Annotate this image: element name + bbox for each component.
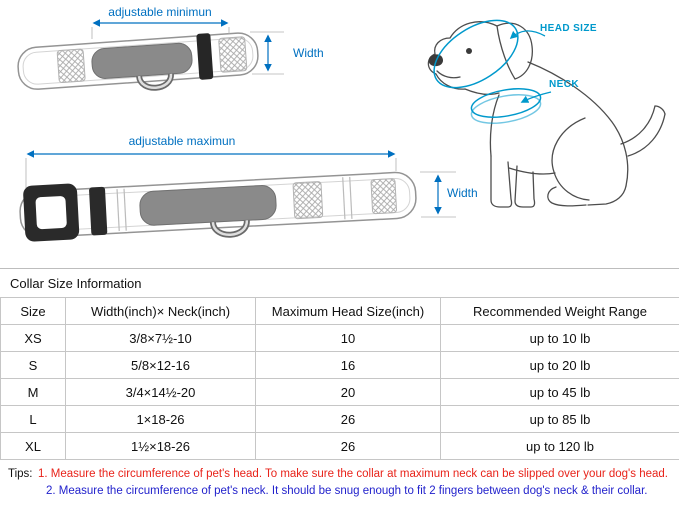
tips-section: Tips: 1. Measure the circumference of pet… xyxy=(0,460,679,501)
cell-width-neck: 1×18-26 xyxy=(65,405,256,433)
table-header-row: Size Width(inch)× Neck(inch) Maximum Hea… xyxy=(0,297,679,325)
cell-size: M xyxy=(0,378,66,406)
neck-label: NECK xyxy=(549,79,579,90)
dog-head xyxy=(427,21,500,96)
header-width-neck: Width(inch)× Neck(inch) xyxy=(65,297,256,325)
header-size: Size xyxy=(0,297,66,325)
dog-mouth xyxy=(436,70,461,79)
dog-back xyxy=(527,61,629,187)
width-label-top: Width xyxy=(293,46,324,60)
stitch-box xyxy=(292,181,324,220)
header-weight-range: Recommended Weight Range xyxy=(440,297,679,325)
dog-front-leg xyxy=(514,165,536,208)
table-title: Collar Size Information xyxy=(10,276,142,291)
cell-size: XL xyxy=(0,432,66,460)
size-table: Size Width(inch)× Neck(inch) Maximum Hea… xyxy=(0,297,679,460)
adjustable-minimum-label: adjustable minimun xyxy=(108,5,212,19)
cell-size: L xyxy=(0,405,66,433)
stitch-box xyxy=(370,178,397,215)
adjustable-maximum-label: adjustable maximun xyxy=(128,134,236,148)
cell-width-neck: 3/8×7½-10 xyxy=(65,324,256,352)
max-length-dimension xyxy=(25,150,397,188)
min-length-dimension xyxy=(91,19,230,39)
cell-weight: up to 85 lb xyxy=(440,405,679,433)
size-info-section: Collar Size Information Size Width(inch)… xyxy=(0,268,679,501)
cell-weight: up to 10 lb xyxy=(440,324,679,352)
cell-size: S xyxy=(0,351,66,379)
collar-pad xyxy=(139,185,277,226)
collar-max-diagram xyxy=(19,171,417,242)
dog-tail xyxy=(627,113,666,157)
dog-hind-paw xyxy=(547,186,587,207)
tip-line-1: Tips: 1. Measure the circumference of pet… xyxy=(8,466,673,483)
cell-head-size: 10 xyxy=(255,324,441,352)
head-size-loop xyxy=(433,19,519,89)
dog-haunch xyxy=(551,117,590,201)
stitch-box xyxy=(218,36,248,73)
adjuster-slide xyxy=(196,33,214,80)
head-size-arrow xyxy=(509,30,546,40)
header-max-head-size: Maximum Head Size(inch) xyxy=(255,297,441,325)
collar-pad xyxy=(91,42,193,79)
table-row: XS 3/8×7½-10 10 up to 10 lb xyxy=(0,324,679,352)
dog-tail xyxy=(620,105,656,145)
width-label-bottom: Width xyxy=(447,186,478,200)
diagram-area: adjustable minimun Width adjustable maxi… xyxy=(17,5,666,242)
cell-head-size: 20 xyxy=(255,378,441,406)
max-width-dimension xyxy=(420,171,456,218)
cell-weight: up to 20 lb xyxy=(440,351,679,379)
cell-width-neck: 1½×18-26 xyxy=(65,432,256,460)
tip-line-2: 2. Measure the circumference of pet's ne… xyxy=(8,483,673,500)
dog-illustration xyxy=(427,21,666,208)
tip-1-text: 1. Measure the circumference of pet's he… xyxy=(38,468,668,480)
dog-eye xyxy=(466,48,472,54)
dog-front-leg xyxy=(490,155,513,208)
table-row: XL 1½×18-26 26 up to 120 lb xyxy=(0,432,679,460)
cell-head-size: 26 xyxy=(255,432,441,460)
adjuster-slide xyxy=(89,186,108,236)
cell-size: XS xyxy=(0,324,66,352)
collar-diagrams-canvas xyxy=(17,19,666,242)
cell-weight: up to 120 lb xyxy=(440,432,679,460)
dog-belly xyxy=(508,167,556,175)
neck-arrow xyxy=(520,91,552,103)
table-row: M 3/4×14½-20 20 up to 45 lb xyxy=(0,378,679,406)
cell-head-size: 26 xyxy=(255,405,441,433)
cell-width-neck: 3/4×14½-20 xyxy=(65,378,256,406)
cell-head-size: 16 xyxy=(255,351,441,379)
collar-min-diagram xyxy=(17,32,259,91)
stitch-box xyxy=(56,48,86,83)
min-width-dimension xyxy=(250,31,284,75)
neck-loop xyxy=(470,88,542,124)
tips-label: Tips: xyxy=(8,468,33,480)
dog-chest xyxy=(489,94,500,157)
head-size-label: HEAD SIZE xyxy=(540,23,597,34)
cell-weight: up to 45 lb xyxy=(440,378,679,406)
tip-2-text: 2. Measure the circumference of pet's ne… xyxy=(46,485,648,498)
table-row: L 1×18-26 26 up to 85 lb xyxy=(0,405,679,433)
table-row: S 5/8×12-16 16 up to 20 lb xyxy=(0,351,679,379)
cell-width-neck: 5/8×12-16 xyxy=(65,351,256,379)
